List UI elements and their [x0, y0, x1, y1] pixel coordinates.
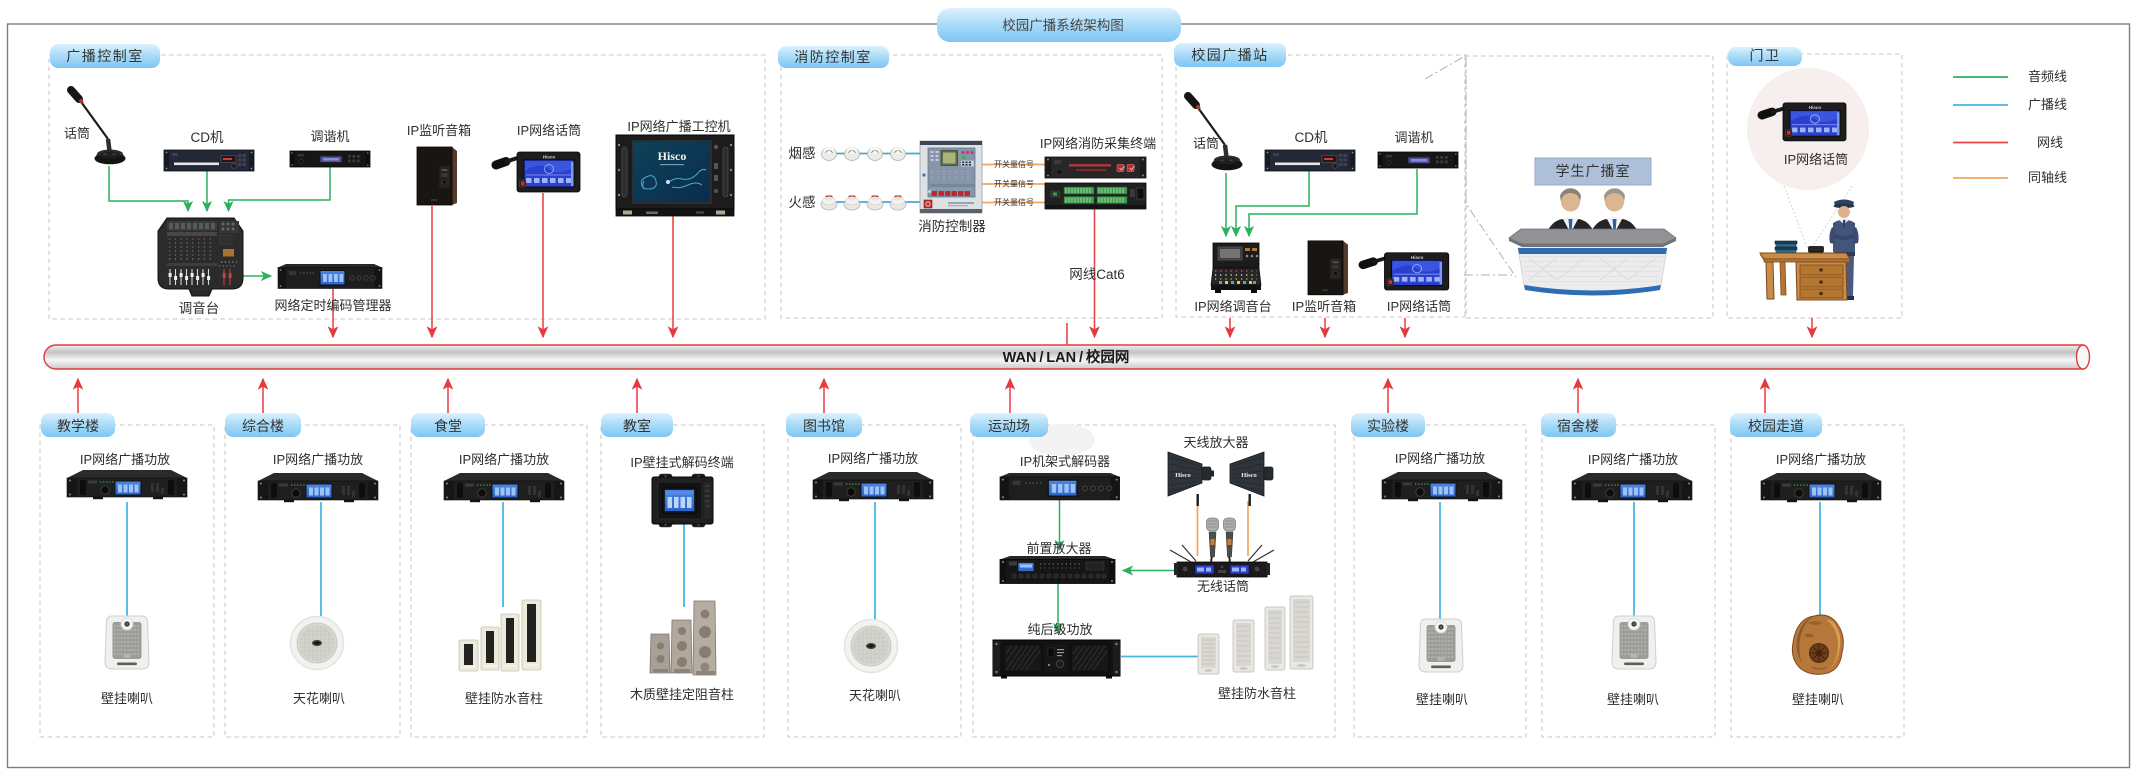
svg-text:开关量信号: 开关量信号 — [994, 159, 1034, 169]
svg-text:CD机: CD机 — [1295, 130, 1328, 145]
svg-text:天花喇叭: 天花喇叭 — [293, 691, 345, 706]
svg-text:校园广播系统架构图: 校园广播系统架构图 — [1002, 17, 1124, 33]
svg-text:话筒: 话筒 — [64, 126, 90, 141]
svg-text:图书馆: 图书馆 — [803, 418, 845, 434]
svg-text:网线Cat6: 网线Cat6 — [1069, 267, 1125, 282]
svg-text:消防控制器: 消防控制器 — [918, 219, 986, 234]
svg-text:IP网络广播功放: IP网络广播功放 — [828, 451, 918, 466]
svg-text:IP网络调音台: IP网络调音台 — [1194, 299, 1271, 314]
svg-text:IP网络广播功放: IP网络广播功放 — [1776, 452, 1866, 467]
svg-text:网络定时编码管理器: 网络定时编码管理器 — [274, 298, 391, 313]
svg-text:调谐机: 调谐机 — [1394, 130, 1433, 145]
svg-text:IP网络广播功放: IP网络广播功放 — [1395, 451, 1485, 466]
svg-text:壁挂防水音柱: 壁挂防水音柱 — [1218, 686, 1296, 701]
svg-text:IP网络广播功放: IP网络广播功放 — [459, 452, 549, 467]
svg-text:WAN / LAN / 校园网: WAN / LAN / 校园网 — [1003, 348, 1130, 366]
svg-text:广播控制室: 广播控制室 — [66, 48, 144, 64]
svg-text:广播线: 广播线 — [2028, 97, 2067, 112]
svg-text:火感: 火感 — [789, 194, 816, 210]
svg-text:IP网络话筒: IP网络话筒 — [1387, 299, 1451, 314]
svg-text:CD机: CD机 — [191, 130, 224, 145]
svg-text:木质壁挂定阻音柱: 木质壁挂定阻音柱 — [630, 687, 734, 702]
svg-text:IP网络话筒: IP网络话筒 — [517, 123, 581, 138]
svg-text:烟感: 烟感 — [789, 145, 816, 161]
svg-text:IP网络广播功放: IP网络广播功放 — [80, 452, 170, 467]
svg-text:网线: 网线 — [2037, 135, 2063, 150]
svg-text:IP机架式解码器: IP机架式解码器 — [1020, 454, 1110, 469]
svg-text:学生广播室: 学生广播室 — [1556, 163, 1631, 179]
svg-text:IP网络广播工控机: IP网络广播工控机 — [627, 119, 730, 134]
svg-text:综合楼: 综合楼 — [242, 418, 284, 434]
svg-text:运动场: 运动场 — [988, 418, 1030, 434]
svg-text:实验楼: 实验楼 — [1367, 418, 1409, 434]
svg-text:纯后级功放: 纯后级功放 — [1027, 622, 1092, 637]
svg-text:壁挂喇叭: 壁挂喇叭 — [1416, 692, 1468, 707]
svg-text:教室: 教室 — [623, 418, 651, 434]
svg-text:IP监听音箱: IP监听音箱 — [1292, 299, 1356, 314]
svg-text:IP监听音箱: IP监听音箱 — [407, 123, 471, 138]
svg-text:天线放大器: 天线放大器 — [1183, 435, 1248, 450]
svg-text:天花喇叭: 天花喇叭 — [849, 688, 901, 703]
svg-text:调谐机: 调谐机 — [310, 129, 349, 144]
svg-text:校园走道: 校园走道 — [1748, 418, 1804, 434]
svg-text:壁挂喇叭: 壁挂喇叭 — [1607, 692, 1659, 707]
svg-text:音频线: 音频线 — [2028, 69, 2067, 84]
svg-text:食堂: 食堂 — [434, 418, 462, 434]
svg-text:IP壁挂式解码终端: IP壁挂式解码终端 — [630, 455, 733, 470]
svg-text:开关量信号: 开关量信号 — [994, 179, 1034, 189]
svg-text:壁挂喇叭: 壁挂喇叭 — [1792, 692, 1844, 707]
svg-text:宿舍楼: 宿舍楼 — [1557, 418, 1599, 434]
svg-text:调音台: 调音台 — [179, 300, 220, 316]
svg-text:IP网络广播功放: IP网络广播功放 — [1588, 452, 1678, 467]
svg-text:门卫: 门卫 — [1750, 48, 1781, 64]
svg-text:壁挂喇叭: 壁挂喇叭 — [101, 691, 153, 706]
svg-text:话筒: 话筒 — [1193, 136, 1219, 151]
svg-text:同轴线: 同轴线 — [2028, 170, 2067, 185]
svg-text:校园广播站: 校园广播站 — [1191, 47, 1269, 63]
svg-text:IP网络话筒: IP网络话筒 — [1784, 152, 1848, 167]
svg-text:无线话筒: 无线话筒 — [1197, 579, 1249, 594]
svg-text:消防控制室: 消防控制室 — [794, 49, 872, 65]
svg-text:开关量信号: 开关量信号 — [994, 197, 1034, 207]
svg-text:教学楼: 教学楼 — [57, 418, 99, 434]
svg-text:IP网络广播功放: IP网络广播功放 — [273, 452, 363, 467]
svg-text:壁挂防水音柱: 壁挂防水音柱 — [465, 691, 543, 706]
svg-text:前置放大器: 前置放大器 — [1026, 541, 1091, 556]
svg-text:IP网络消防采集终端: IP网络消防采集终端 — [1040, 136, 1156, 151]
